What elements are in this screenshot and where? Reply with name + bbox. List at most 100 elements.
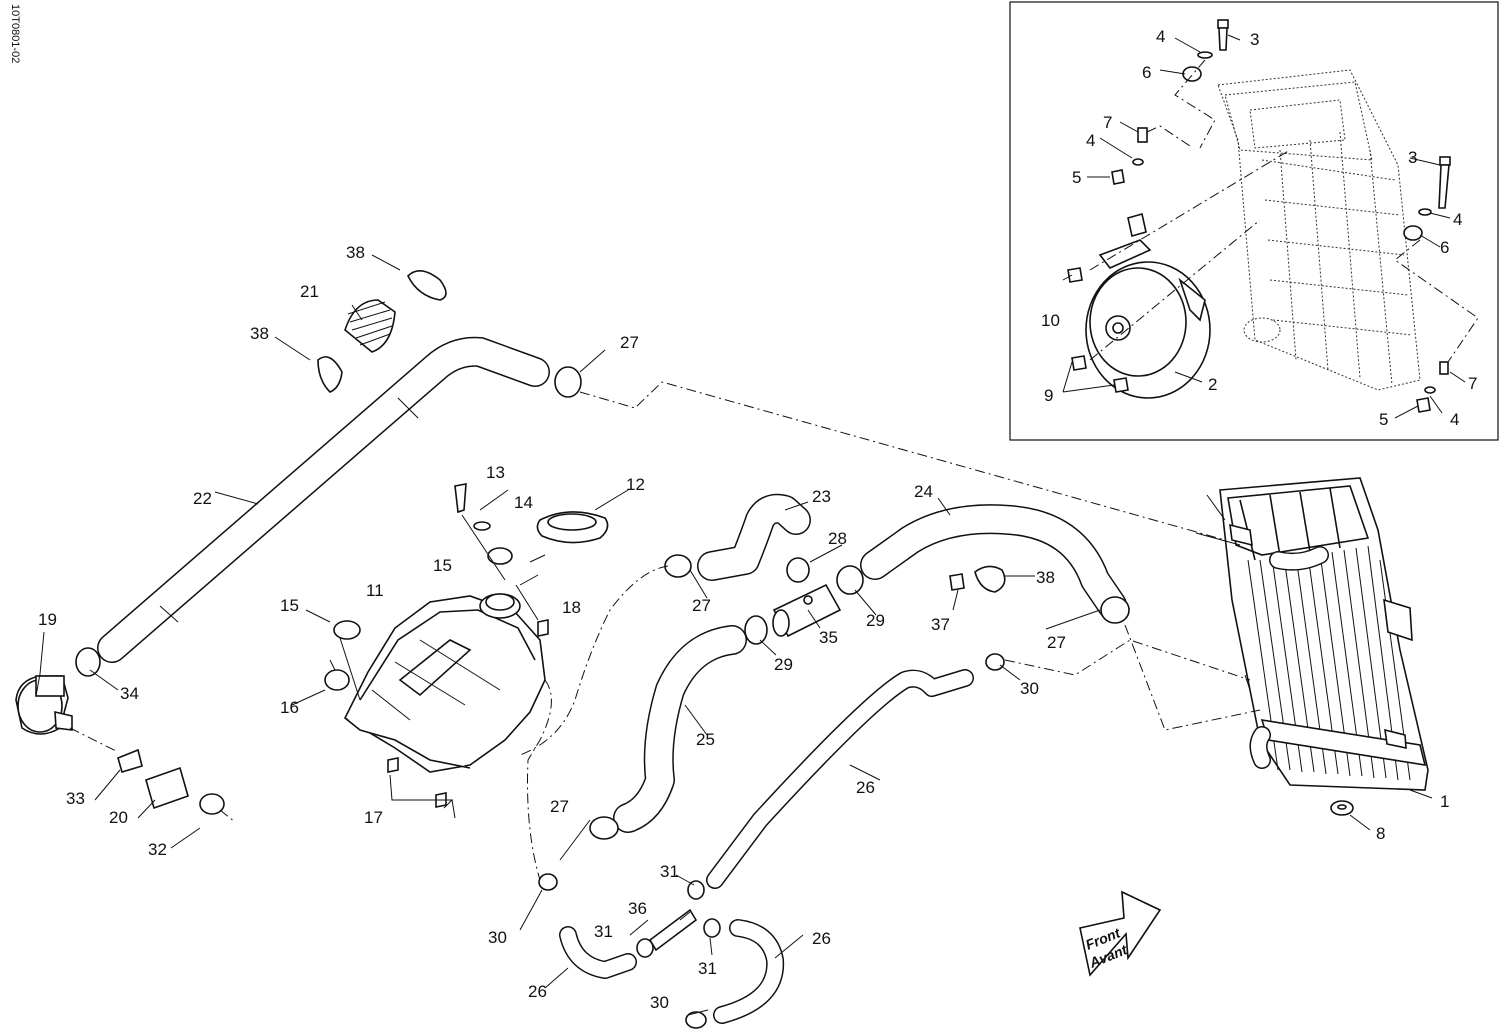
- callout-38-c: 38: [1036, 568, 1055, 587]
- callout-31-a: 31: [660, 862, 679, 881]
- fan-connector: [1127, 212, 1147, 238]
- callout-13: 13: [486, 463, 505, 482]
- clamp-29-lower: [744, 615, 768, 645]
- callout-7-b: 7: [1468, 374, 1477, 393]
- hose-25: [613, 625, 747, 833]
- clamp-32: [199, 793, 225, 815]
- callout-19: 19: [38, 610, 57, 629]
- connector-36: [648, 908, 698, 952]
- bellows-21: [344, 299, 396, 353]
- grommet-15-lower: [333, 620, 361, 640]
- inset-radiator-ghost: [1217, 69, 1421, 391]
- callout-5-a: 5: [1072, 168, 1081, 187]
- fan-assembly-inset: [1009, 1, 1499, 441]
- clamp-27-upper: [554, 366, 582, 398]
- clamp-27-hose23: [664, 554, 692, 578]
- callout-1: 1: [1440, 792, 1449, 811]
- hose-22: [97, 336, 550, 663]
- callout-14: 14: [514, 493, 533, 512]
- callout-27-a: 27: [620, 333, 639, 352]
- hose-23: [697, 493, 811, 581]
- callout-7-a: 7: [1103, 113, 1112, 132]
- clamp-31-left: [636, 938, 654, 958]
- callout-31-c: 31: [698, 959, 717, 978]
- callout-29-b: 29: [774, 655, 793, 674]
- callout-29-a: 29: [866, 611, 885, 630]
- callout-12: 12: [626, 475, 645, 494]
- clamp-29-upper: [836, 565, 864, 595]
- clamp-28: [786, 557, 810, 583]
- hose-26: [559, 669, 974, 1024]
- coolant-reservoir: [343, 593, 546, 808]
- drawing-code: 10T0801-02: [9, 4, 21, 63]
- front-direction-arrow: Front Avant: [1079, 890, 1162, 977]
- callout-27-b: 27: [692, 596, 711, 615]
- grommet-16: [324, 669, 350, 691]
- callout-10: 10: [1041, 311, 1060, 330]
- clamp-30-bottom: [685, 1011, 707, 1029]
- fan-shroud: [1085, 239, 1211, 399]
- reservoir-cap-12: [536, 511, 609, 544]
- callout-4-a: 4: [1156, 27, 1165, 46]
- callout-30-c: 30: [650, 993, 669, 1012]
- callout-26-b: 26: [812, 929, 831, 948]
- callout-27-d: 27: [550, 797, 569, 816]
- callout-2: 2: [1208, 375, 1217, 394]
- callout-20: 20: [109, 808, 128, 827]
- hose-20: [145, 766, 189, 810]
- callout-27-c: 27: [1047, 633, 1066, 652]
- callout-32: 32: [148, 840, 167, 859]
- grommet-15-upper: [487, 547, 513, 565]
- clamp-27-hose24: [1100, 596, 1130, 624]
- thermostat-housing-19: [15, 675, 73, 735]
- callout-26-c: 26: [528, 982, 547, 1001]
- callout-28: 28: [828, 529, 847, 548]
- clamp-27-hose25: [589, 816, 619, 840]
- clamp-38a: [317, 356, 343, 393]
- callout-35: 35: [819, 628, 838, 647]
- callout-31-b: 31: [594, 922, 613, 941]
- callout-21: 21: [300, 282, 319, 301]
- callout-9: 9: [1044, 386, 1053, 405]
- callout-3-b: 3: [1408, 148, 1417, 167]
- callout-15-a: 15: [433, 556, 452, 575]
- callout-3-a: 3: [1250, 30, 1259, 49]
- hose-24: [860, 504, 1127, 620]
- screw-13: [454, 483, 467, 514]
- callout-23: 23: [812, 487, 831, 506]
- callout-11: 11: [366, 581, 384, 600]
- inset-hardware: [1067, 19, 1451, 413]
- callout-15-b: 15: [280, 596, 299, 615]
- clamp-34: [75, 647, 101, 677]
- radiator: [1219, 477, 1429, 791]
- clamp-31-right: [703, 918, 721, 938]
- plug-18: [537, 619, 549, 637]
- callout-22: 22: [193, 489, 212, 508]
- clamp-30-right: [985, 653, 1005, 671]
- washer-14: [473, 521, 491, 531]
- clamp-31-upper: [687, 880, 705, 900]
- callout-33: 33: [66, 789, 85, 808]
- callout-34: 34: [120, 684, 139, 703]
- callout-38-a: 38: [346, 243, 365, 262]
- callout-5-b: 5: [1379, 410, 1388, 429]
- clamp-33: [117, 748, 143, 773]
- fitting-37: [949, 573, 965, 591]
- callout-18: 18: [562, 598, 581, 617]
- clamp-38c: [974, 565, 1006, 593]
- callout-16: 16: [280, 698, 299, 717]
- callout-24: 24: [914, 482, 933, 501]
- callout-4-c: 4: [1453, 210, 1462, 229]
- pipe-35: [772, 583, 842, 638]
- callout-6-b: 6: [1440, 238, 1449, 257]
- callouts: 4 3 6 7 4 5 3 4 6 10 9 2 7 5 4 1 8 38 21…: [38, 27, 1477, 1012]
- callout-25: 25: [696, 730, 715, 749]
- callout-26-a: 26: [856, 778, 875, 797]
- clamp-38b: [407, 270, 447, 301]
- callout-17: 17: [364, 808, 383, 827]
- callout-30-b: 30: [488, 928, 507, 947]
- callout-8: 8: [1376, 824, 1385, 843]
- callout-36: 36: [628, 899, 647, 918]
- clamp-30-left: [538, 873, 558, 891]
